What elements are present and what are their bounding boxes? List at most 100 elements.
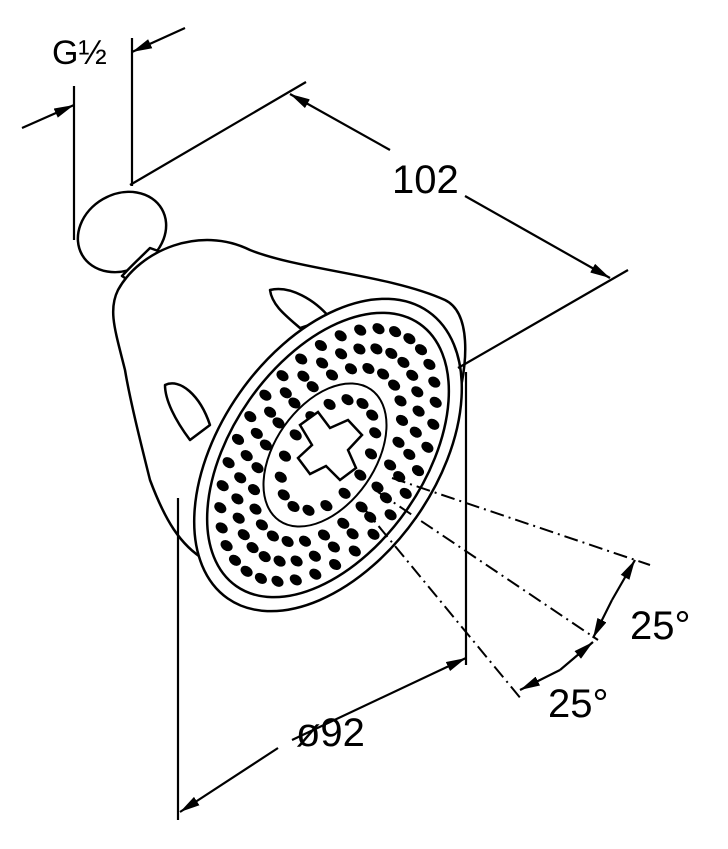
- spray-ray-lower: [361, 505, 523, 701]
- nozzle-hole: [306, 381, 319, 393]
- nozzle-hole: [308, 550, 321, 562]
- nozzle-hole: [389, 326, 402, 338]
- nozzle-hole: [370, 343, 383, 355]
- length-dimension-label: 102: [392, 158, 459, 202]
- nozzle-hole: [298, 535, 312, 547]
- nozzle-hole: [297, 370, 310, 382]
- nozzle-hole: [385, 347, 398, 359]
- nozzle-hole: [289, 429, 302, 441]
- nozzle-hole: [264, 406, 277, 418]
- selector-cross: [296, 410, 364, 482]
- thread-arrow-left: [21, 103, 75, 130]
- nozzle-hole: [214, 502, 227, 514]
- nozzle-hole: [367, 528, 380, 540]
- nozzle-hole: [335, 348, 348, 360]
- nozzle-hole: [259, 389, 272, 401]
- spray-ray-middle: [377, 491, 599, 641]
- nozzle-hole: [277, 489, 290, 501]
- nozzle-hole: [314, 339, 327, 352]
- side-slot-lower: [163, 382, 212, 442]
- nozzle-hole: [414, 344, 428, 356]
- nozzle-hole: [302, 504, 315, 516]
- angle-upper-arrow-a: [611, 559, 636, 601]
- nozzle-hole: [231, 493, 244, 505]
- nozzle-hole: [279, 387, 292, 399]
- nozzle-hole: [273, 555, 286, 567]
- nozzle-hole: [354, 469, 367, 481]
- nozzle-hole: [289, 574, 302, 586]
- nozzle-hole: [428, 376, 441, 388]
- nozzle-hole: [247, 484, 261, 496]
- nozzle-hole: [341, 394, 354, 406]
- nozzle-hole: [395, 414, 409, 426]
- nozzle-hole: [240, 450, 253, 462]
- nozzle-hole: [287, 500, 300, 513]
- nozzle-hole: [412, 405, 425, 417]
- diameter-arrow-a: [291, 657, 467, 741]
- nozzle-hole: [346, 528, 359, 540]
- nozzle-hole: [354, 324, 367, 336]
- nozzle-hole: [317, 529, 331, 541]
- nozzle-hole: [403, 333, 416, 345]
- nozzle-hole: [316, 357, 329, 369]
- nozzle-hole: [377, 368, 390, 380]
- nozzle-hole: [388, 379, 401, 391]
- nozzle-hole: [406, 369, 419, 381]
- nozzle-hole: [259, 439, 272, 451]
- length-arrow-b: [464, 195, 611, 279]
- nozzle-hole: [427, 418, 440, 430]
- nozzle-hole: [327, 541, 340, 553]
- nozzle-hole: [344, 363, 358, 375]
- nozzle-hole: [329, 558, 342, 571]
- nozzle-hole: [394, 395, 407, 407]
- nozzle-hole: [411, 465, 425, 477]
- center-selector: [296, 410, 364, 482]
- nozzle-hole: [325, 369, 339, 381]
- nozzle-hole: [323, 398, 336, 410]
- nozzle-hole: [228, 554, 242, 566]
- nozzle-hole: [278, 450, 292, 462]
- nozzle-hole: [231, 433, 245, 445]
- nozzle-hole: [409, 426, 422, 438]
- nozzle-hole: [423, 358, 436, 370]
- nozzle-hole: [384, 509, 397, 521]
- nozzle-hole: [309, 568, 322, 580]
- spray-angle-lower-label: 25°: [548, 682, 609, 726]
- nozzle-hole: [288, 397, 301, 409]
- nozzle-hole: [372, 323, 385, 335]
- nozzle-hole: [240, 565, 253, 577]
- nozzle-hole: [281, 535, 294, 548]
- nozzle-hole: [362, 362, 375, 375]
- spray-ray-upper: [391, 477, 651, 566]
- length-arrow-a: [289, 93, 391, 151]
- nozzle-hole: [276, 370, 289, 382]
- nozzle-hole: [320, 500, 333, 512]
- nozzle-hole: [348, 545, 361, 557]
- nozzle-hole: [399, 487, 412, 499]
- nozzle-hole: [353, 343, 366, 355]
- nozzle-hole: [337, 517, 350, 529]
- spray-rays: [361, 477, 651, 701]
- nozzle-hole: [250, 427, 263, 439]
- nozzle-hole: [274, 471, 287, 483]
- nozzle-hole: [334, 330, 347, 342]
- nozzle-hole: [429, 396, 442, 408]
- nozzle-hole: [216, 480, 229, 492]
- nozzle-hole: [258, 551, 271, 563]
- nozzle-hole: [421, 441, 434, 453]
- nozzle-hole: [369, 427, 382, 439]
- nozzle-hole: [411, 386, 424, 398]
- thread-arrow-right: [131, 26, 186, 54]
- spray-angle-upper-label: 25°: [630, 604, 691, 648]
- dimension-lines: [21, 26, 651, 820]
- nozzle-hole: [356, 397, 369, 410]
- nozzle-hole: [271, 575, 284, 587]
- nozzle-hole: [392, 436, 405, 448]
- length-extension-top: [129, 81, 307, 186]
- nozzle-hole: [272, 417, 285, 429]
- nozzle-hole: [220, 540, 233, 552]
- nozzle-hole: [384, 459, 397, 471]
- nozzle-hole: [366, 409, 379, 421]
- nozzle-hole: [244, 411, 257, 423]
